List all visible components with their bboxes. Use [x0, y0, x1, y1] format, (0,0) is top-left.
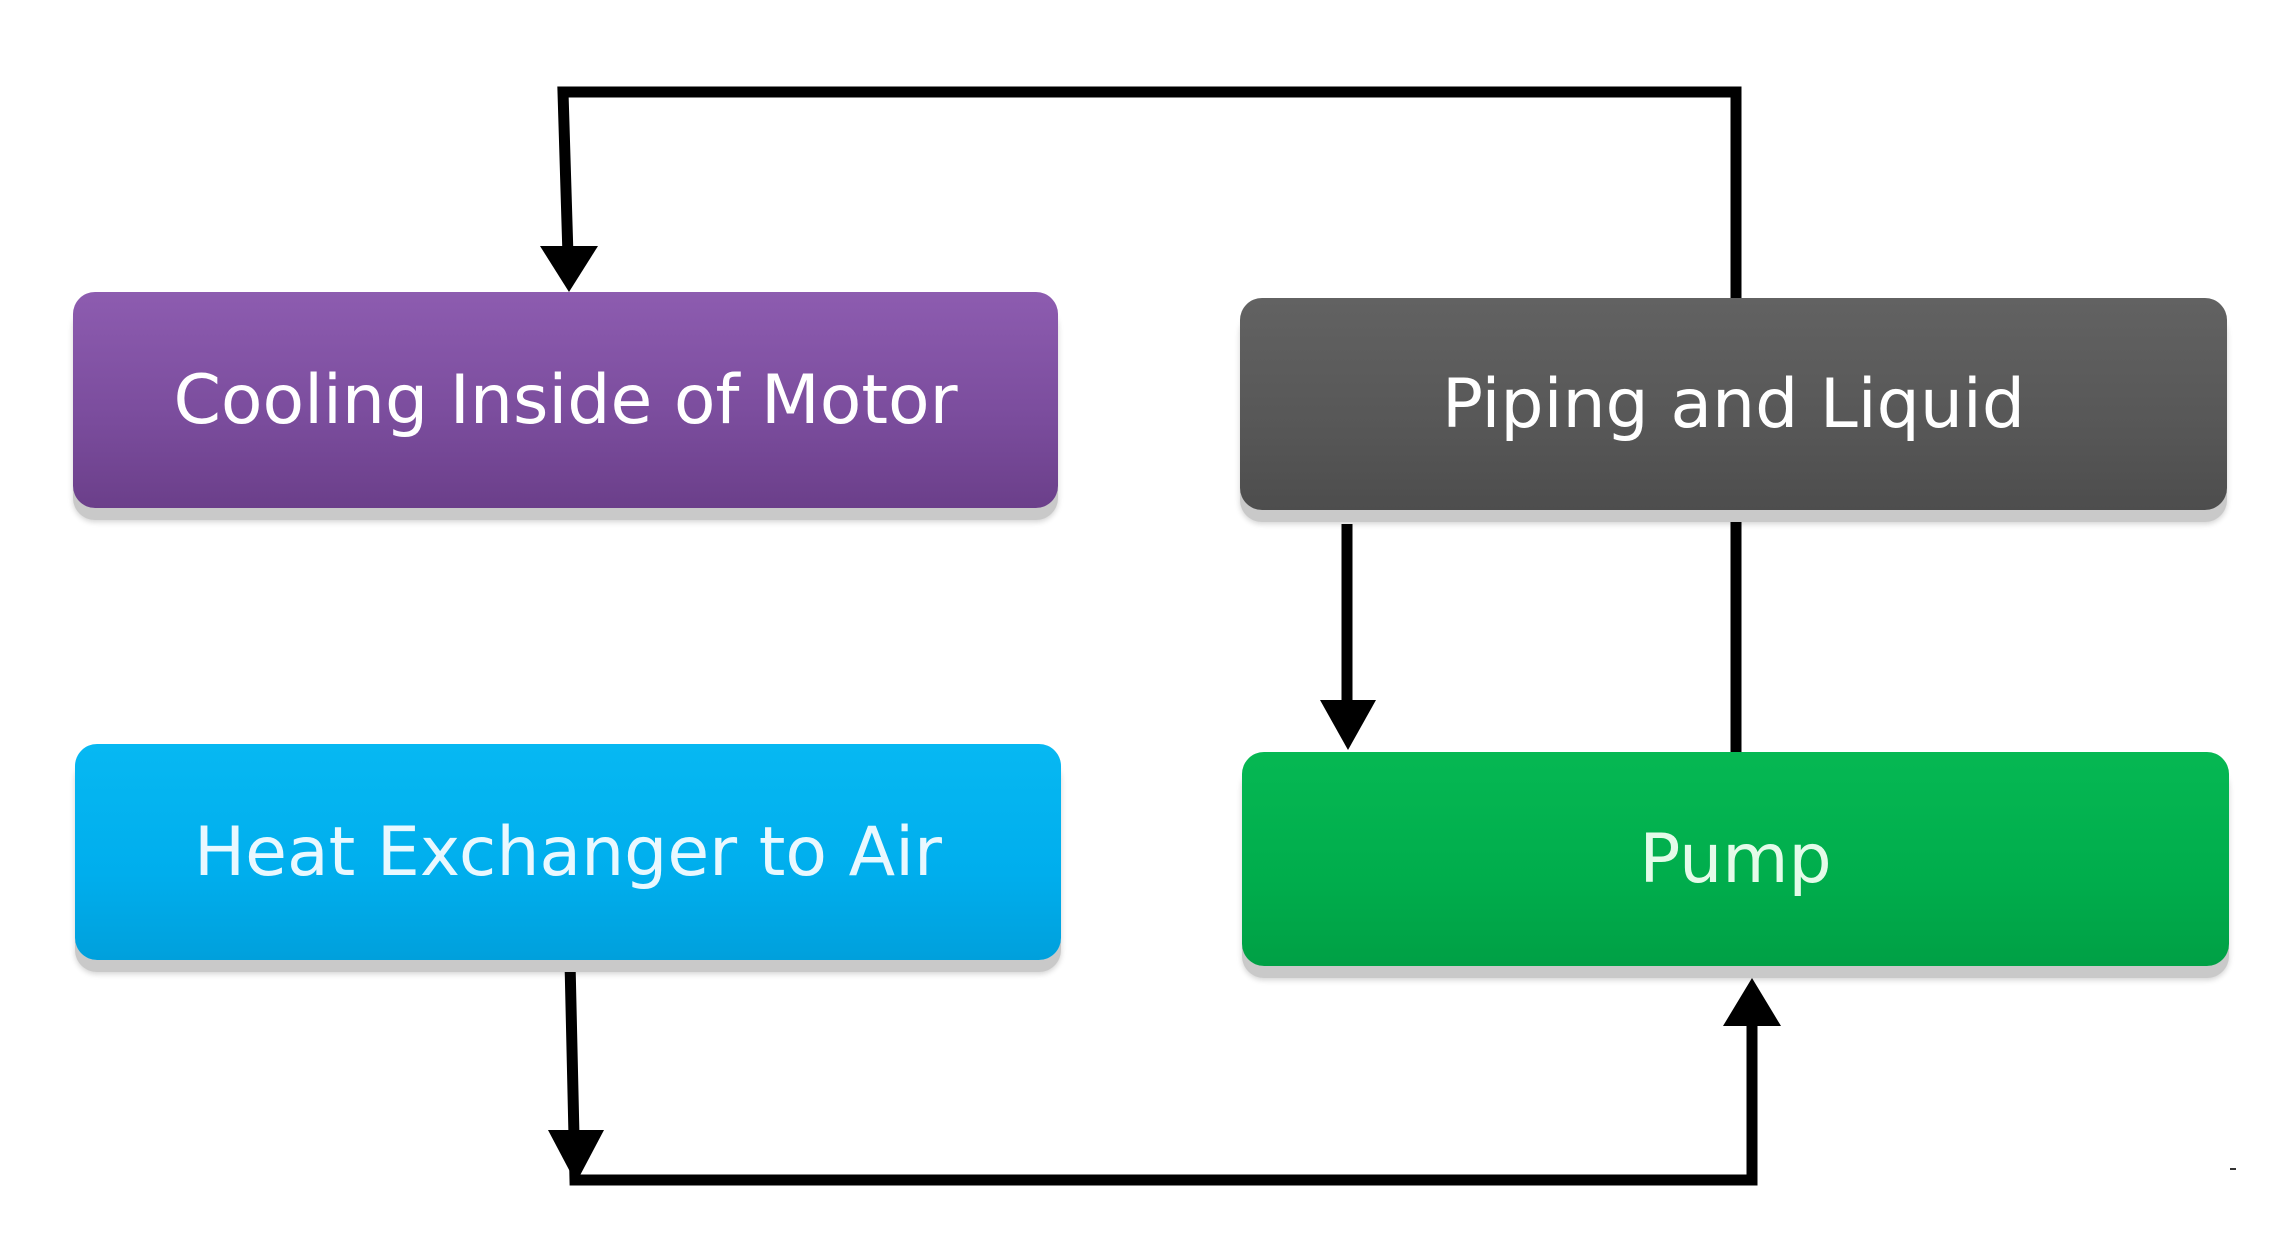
heat-exchanger-to-pump-line	[564, 961, 1758, 1186]
node-cooling-inside-motor: Cooling Inside of Motor	[73, 292, 1058, 508]
arrowhead-bottom-corner	[548, 1130, 604, 1183]
node-pump: Pump	[1242, 752, 2229, 966]
node-label: Heat Exchanger to Air	[194, 812, 942, 892]
node-label: Piping and Liquid	[1442, 364, 2025, 444]
stray-mark	[2230, 1168, 2236, 1170]
node-heat-exchanger: Heat Exchanger to Air	[75, 744, 1061, 960]
node-label: Cooling Inside of Motor	[173, 360, 958, 440]
arrowhead-to-cooling	[540, 246, 598, 292]
arrowhead-to-pump-bottom	[1723, 978, 1781, 1026]
node-label: Pump	[1639, 819, 1832, 899]
node-piping-and-liquid: Piping and Liquid	[1240, 298, 2227, 510]
arrowhead-to-pump-top	[1320, 700, 1376, 750]
